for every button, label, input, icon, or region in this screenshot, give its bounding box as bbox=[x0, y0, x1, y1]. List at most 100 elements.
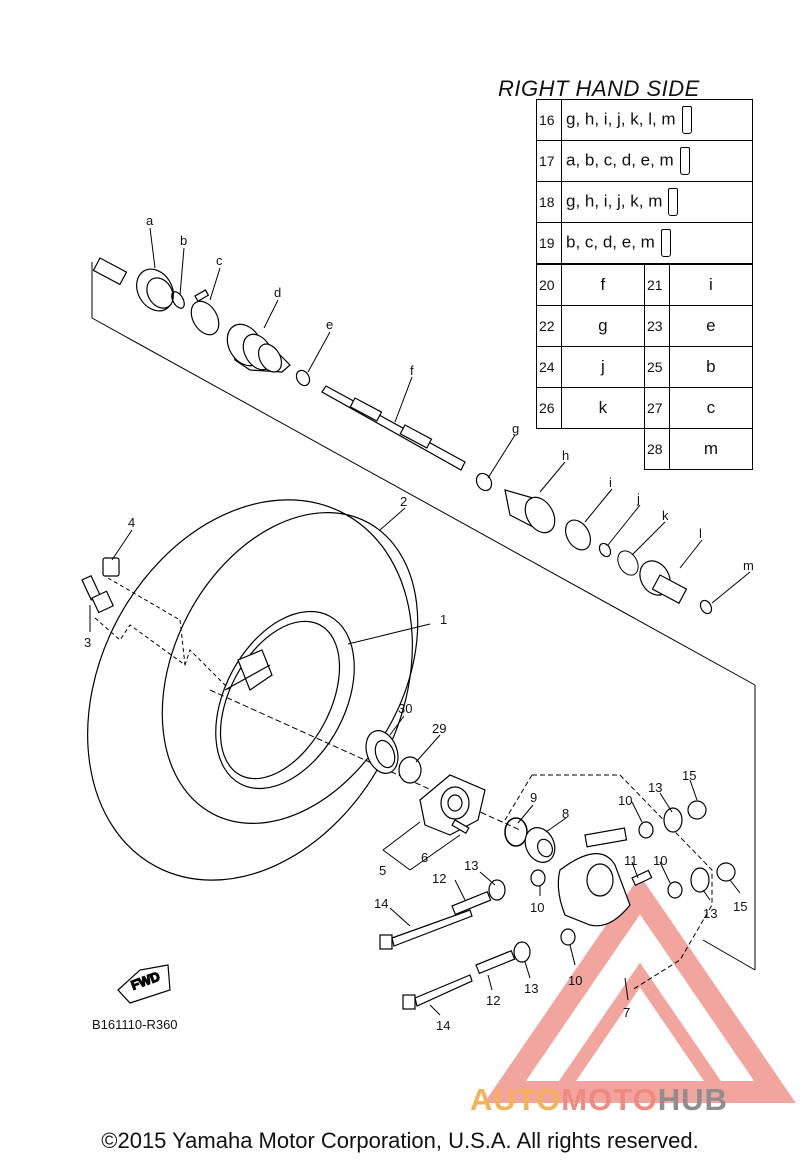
kit-num: 22 bbox=[536, 305, 562, 347]
callout-13a: 13 bbox=[464, 858, 478, 873]
callout-e: e bbox=[326, 317, 333, 332]
boot-band-c bbox=[190, 289, 220, 336]
wheel-1 bbox=[215, 610, 355, 790]
kit-parts: g, h, i, j, k, l, m bbox=[561, 99, 753, 141]
kit-parts-text: g, h, i, j, k, m bbox=[566, 191, 663, 211]
callout-7: 7 bbox=[623, 1005, 630, 1020]
circlip-b bbox=[171, 291, 185, 309]
callout-14a: 14 bbox=[374, 896, 388, 911]
spacer-30 bbox=[365, 730, 399, 774]
dust-boot-h bbox=[504, 489, 556, 534]
kit-num: 26 bbox=[536, 387, 562, 429]
boot-band-g bbox=[475, 472, 493, 492]
kit-part: e bbox=[668, 305, 754, 347]
callout-5: 5 bbox=[379, 863, 386, 878]
kit-num: 19 bbox=[536, 222, 562, 264]
grease-tube-icon bbox=[681, 106, 692, 134]
kit-parts: b, c, d, e, m bbox=[561, 222, 753, 264]
callout-11: 11 bbox=[624, 853, 638, 868]
dust-boot-d bbox=[226, 323, 291, 373]
callout-b: b bbox=[180, 233, 187, 248]
circlip-m bbox=[699, 599, 713, 615]
circlip-9 bbox=[504, 817, 528, 847]
grease-tube-icon bbox=[668, 188, 679, 216]
callout-labels: a b c d e f g h i j k l m 1 2 3 4 5 6 7 … bbox=[84, 213, 754, 1033]
diagram-code: B161110-R360 bbox=[92, 1017, 178, 1032]
kit-row-28: 28 m bbox=[644, 428, 753, 470]
nut-29 bbox=[398, 756, 422, 784]
callout-10d: 10 bbox=[568, 973, 582, 988]
callout-2: 2 bbox=[400, 494, 407, 509]
kit-part: k bbox=[560, 387, 645, 429]
kit-parts-text: g, h, i, j, k, l, m bbox=[566, 109, 676, 129]
grease-tube-icon bbox=[660, 229, 671, 257]
callout-13c: 13 bbox=[703, 906, 717, 921]
leader-lines bbox=[89, 227, 751, 1016]
callout-14b: 14 bbox=[436, 1018, 450, 1033]
watermark-logo bbox=[484, 875, 796, 1103]
kit-part: i bbox=[668, 264, 754, 306]
grease-tube-icon bbox=[679, 147, 690, 175]
callout-m: m bbox=[743, 558, 754, 573]
callout-4: 4 bbox=[128, 515, 135, 530]
callout-c: c bbox=[216, 253, 223, 268]
kit-num: 21 bbox=[643, 264, 670, 306]
kit-parts-text: b, c, d, e, m bbox=[566, 232, 655, 252]
kit-num: 20 bbox=[536, 264, 562, 306]
kit-num: 23 bbox=[643, 305, 670, 347]
spacers-12 bbox=[451, 890, 516, 975]
callout-10c: 10 bbox=[530, 900, 544, 915]
callout-29: 29 bbox=[432, 721, 446, 736]
callout-h: h bbox=[562, 448, 569, 463]
boot-band-e bbox=[295, 369, 311, 387]
kit-num: 18 bbox=[536, 181, 562, 223]
hub-5 bbox=[419, 774, 486, 836]
cv-joint-inner-l bbox=[639, 560, 688, 605]
o-ring-k bbox=[617, 550, 639, 576]
watermark-brand: AUTOMOTOHUB bbox=[470, 1082, 728, 1118]
callout-10a: 10 bbox=[618, 793, 632, 808]
callout-9: 9 bbox=[530, 790, 537, 805]
forward-arrow-icon: FWD bbox=[117, 964, 171, 1004]
callout-g: g bbox=[512, 421, 519, 436]
callout-6: 6 bbox=[421, 850, 428, 865]
boot-band-i bbox=[564, 519, 592, 551]
callout-15a: 15 bbox=[682, 768, 696, 783]
callout-30: 30 bbox=[398, 701, 412, 716]
callout-a: a bbox=[146, 213, 154, 228]
kit-num: 27 bbox=[643, 387, 670, 429]
watermark-part2: MOTO bbox=[561, 1082, 658, 1117]
callout-13b: 13 bbox=[648, 780, 662, 795]
kit-part: b bbox=[668, 346, 754, 388]
cv-joint-outer bbox=[92, 257, 174, 312]
kit-parts-text: a, b, c, d, e, m bbox=[566, 150, 674, 170]
kit-num: 25 bbox=[643, 346, 670, 388]
callout-1: 1 bbox=[440, 612, 447, 627]
kit-part: g bbox=[560, 305, 645, 347]
kit-table-last: 28 m bbox=[644, 428, 753, 470]
nuts-15 bbox=[687, 800, 736, 882]
callout-f: f bbox=[410, 363, 414, 378]
callout-12b: 12 bbox=[486, 993, 500, 1008]
callout-k: k bbox=[662, 508, 669, 523]
bushes-13 bbox=[488, 807, 710, 963]
valve-cap-4 bbox=[102, 557, 120, 577]
circlip-j bbox=[598, 542, 612, 558]
bolts-14 bbox=[379, 909, 473, 1010]
bearing-8 bbox=[524, 827, 556, 863]
callout-d: d bbox=[274, 285, 281, 300]
kit-part: m bbox=[669, 428, 753, 470]
kit-num: 17 bbox=[536, 140, 562, 182]
kit-parts: g, h, i, j, k, m bbox=[561, 181, 753, 223]
kit-num: 24 bbox=[536, 346, 562, 388]
kit-num: 16 bbox=[536, 99, 562, 141]
callout-i: i bbox=[609, 475, 612, 490]
